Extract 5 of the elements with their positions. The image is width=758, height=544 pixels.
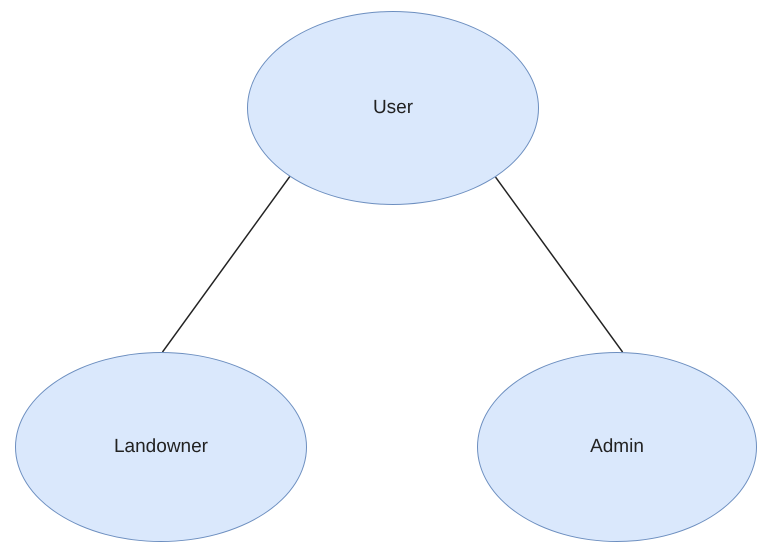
node-label: User [372,96,414,120]
node-label: Landowner [114,434,208,459]
node-label: Admin [590,434,644,459]
connector-line [162,176,290,352]
connector-line [494,176,624,353]
